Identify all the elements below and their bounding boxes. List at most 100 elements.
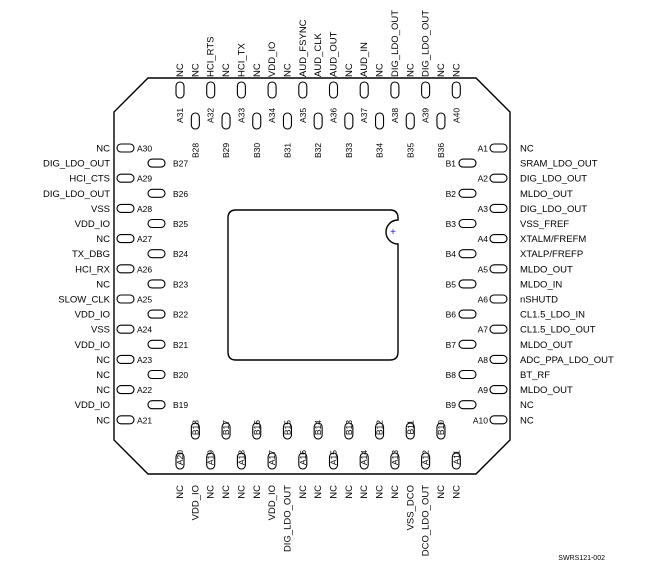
pin-label-nc: NC	[451, 63, 462, 77]
pin-id-b15: B15	[282, 420, 292, 435]
pin-id-a39: A39	[421, 108, 431, 123]
pin-id-b3: B3	[446, 219, 457, 229]
pin-id-a29: A29	[137, 174, 152, 184]
pin-label-aud-fsync: AUD_FSYNC	[298, 19, 309, 77]
pin-label-hci-cts: HCI_CTS	[69, 174, 110, 185]
pin-pad-b34	[374, 112, 385, 130]
pin-pad-b7	[458, 339, 477, 349]
pin-label-nshutd: nSHUTD	[520, 295, 558, 306]
pin-label-nc: NC	[96, 415, 110, 426]
pin-pad-a25	[116, 294, 135, 304]
pin-label-vdd-io: VDD_IO	[190, 485, 201, 520]
pin-label-dig-ldo-out: DIG_LDO_OUT	[421, 10, 432, 77]
pin-id-b7: B7	[446, 340, 457, 350]
pin-pad-a22	[116, 385, 135, 395]
pin-label-tx-dbg: TX_DBG	[72, 249, 110, 260]
pin-pad-b14	[313, 422, 323, 440]
pin-label-mldo-out: MLDO_OUT	[520, 264, 573, 275]
pin-pad-a40	[451, 81, 461, 99]
pin-id-a24: A24	[137, 325, 152, 335]
pin-id-a35: A35	[298, 108, 308, 123]
pin-pad-a2	[489, 173, 508, 183]
pin-id-b8: B8	[446, 370, 457, 380]
pin-label-vdd-io: VDD_IO	[267, 485, 278, 520]
pin-label-vss: VSS	[91, 325, 110, 336]
pin-id-a38: A38	[390, 108, 400, 123]
pin1-marker-icon: +	[390, 227, 396, 238]
pin-id-a1: A1	[478, 144, 489, 154]
pin-label-nc: NC	[236, 485, 247, 499]
footer-code: SWRS121-002	[558, 555, 605, 562]
pin-pad-a11	[451, 452, 461, 470]
pin-pad-b36	[436, 112, 446, 130]
pin-pad-b31	[282, 112, 293, 130]
pin-label-nc: NC	[329, 485, 340, 499]
pin-pad-a1	[489, 143, 508, 153]
pin-label-mldo-out: MLDO_OUT	[520, 385, 573, 396]
pin-id-b33: B33	[344, 143, 354, 158]
pin-id-b6: B6	[446, 310, 457, 320]
pin-id-b25: B25	[173, 219, 188, 229]
pin-label-dig-ldo-out: DIG_LDO_OUT	[43, 189, 110, 200]
pin-label-nc: NC	[375, 485, 386, 499]
pin-pad-a34	[267, 81, 277, 99]
pin-pad-b27	[147, 158, 166, 168]
pin-pad-b17	[221, 422, 231, 440]
pin-pad-a15	[328, 452, 339, 470]
pin-pad-b2	[458, 188, 477, 198]
pin-label-dig-ldo-out: DIG_LDO_OUT	[390, 10, 401, 77]
die-pad	[227, 209, 399, 361]
pin-label-nc: NC	[96, 234, 110, 245]
pin-id-a23: A23	[137, 355, 152, 365]
pin-label-nc: NC	[96, 279, 110, 290]
pin-label-vdd-io: VDD_IO	[75, 400, 110, 411]
pin-pad-a7	[489, 324, 508, 334]
pin-id-b5: B5	[446, 279, 457, 289]
pin-pad-b23	[147, 279, 166, 289]
pin-label-sram-ldo-out: SRAM_LDO_OUT	[520, 159, 598, 170]
pin-label-nc: NC	[405, 63, 416, 77]
pin-pad-a19	[206, 452, 216, 470]
pin-label-vdd-io: VDD_IO	[75, 219, 110, 230]
pin-id-a15: A15	[329, 450, 339, 465]
pin-pad-b12	[374, 422, 385, 440]
pin-id-a26: A26	[137, 264, 152, 274]
pin-id-b24: B24	[173, 249, 188, 259]
pin-id-a11: A11	[451, 450, 461, 465]
pin-id-a9: A9	[478, 385, 489, 395]
pin-pad-b19	[147, 400, 166, 410]
pin-id-b28: B28	[190, 143, 200, 158]
pin-pad-b5	[458, 279, 477, 289]
pin-label-nc: NC	[390, 485, 401, 499]
pin-label-dco-ldo-out: DCO_LDO_OUT	[421, 485, 432, 556]
pin-label-aud-in: AUD_IN	[359, 42, 370, 77]
pin-label-nc: NC	[298, 485, 309, 499]
pin-id-a31: A31	[175, 108, 185, 123]
pin-label-adc-ppa-ldo-out: ADC_PPA_LDO_OUT	[520, 355, 614, 366]
pin-id-b19: B19	[173, 400, 188, 410]
pin-id-b14: B14	[313, 420, 323, 435]
pin-label-nc: NC	[313, 485, 324, 499]
pin-id-b22: B22	[173, 310, 188, 320]
pin-id-a27: A27	[137, 234, 152, 244]
pin-label-nc: NC	[175, 485, 186, 499]
pin-label-nc: NC	[206, 485, 217, 499]
pin-id-a14: A14	[359, 450, 369, 465]
pin-id-a16: A16	[298, 450, 308, 465]
pin-id-a6: A6	[478, 295, 489, 305]
pin-id-a33: A33	[236, 108, 246, 123]
pin-id-b18: B18	[190, 420, 200, 435]
pin-label-nc: NC	[221, 63, 232, 77]
pin-label-nc: NC	[436, 63, 447, 77]
pin-label-dig-ldo-out: DIG_LDO_OUT	[520, 204, 587, 215]
pin-id-a20: A20	[175, 450, 185, 465]
pin-pad-b26	[147, 188, 166, 198]
pin-label-cl1-5-ldo-out: CL1.5_LDO_OUT	[520, 325, 596, 336]
pin-pad-b16	[252, 422, 262, 440]
pin-label-nc: NC	[252, 63, 263, 77]
pin-id-a36: A36	[329, 108, 339, 123]
pin-id-a34: A34	[267, 108, 277, 123]
pin-pad-a23	[116, 354, 135, 364]
pin-label-mldo-in: MLDO_IN	[520, 279, 562, 290]
pin-pad-b18	[190, 422, 200, 440]
